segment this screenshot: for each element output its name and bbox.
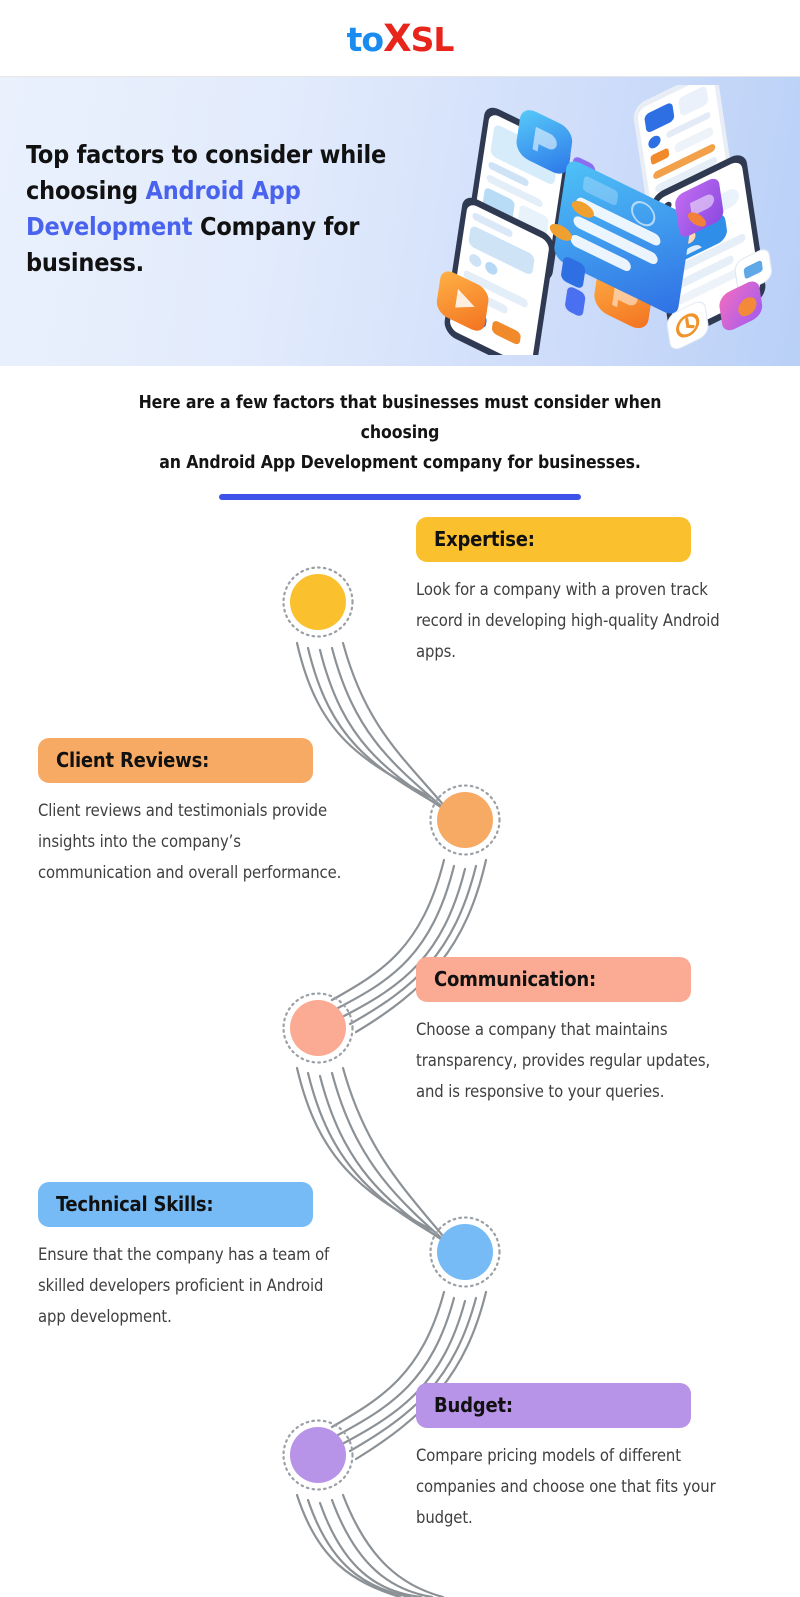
timeline-node-client-reviews[interactable] bbox=[429, 784, 501, 856]
page-title-part1: Top factors to consider while choosing bbox=[26, 140, 387, 205]
step-body-client-reviews: Client reviews and testimonials provide … bbox=[38, 801, 342, 882]
step-body-communication: Choose a company that maintains transpar… bbox=[416, 1020, 711, 1101]
page-title-accent: Android App Development bbox=[26, 176, 301, 241]
logo-text-to: to bbox=[346, 19, 384, 59]
step-card-technical-skills: Technical Skills: Ensure that the compan… bbox=[38, 1182, 358, 1333]
logo-text-x: X bbox=[383, 16, 412, 60]
hero-banner: Top factors to consider while choosing A… bbox=[0, 76, 800, 366]
page-title: Top factors to consider while choosing A… bbox=[26, 137, 426, 281]
timeline-node-expertise[interactable] bbox=[282, 566, 354, 638]
intro-line-1: Here are a few factors that businesses m… bbox=[138, 393, 662, 444]
intro-line-2: an Android App Development company for b… bbox=[159, 453, 641, 474]
step-card-client-reviews: Client Reviews: Client reviews and testi… bbox=[38, 738, 358, 889]
timeline-node-communication[interactable] bbox=[282, 992, 354, 1064]
step-body-expertise: Look for a company with a proven track r… bbox=[416, 580, 720, 661]
timeline-node-technical-skills[interactable] bbox=[429, 1216, 501, 1288]
step-title-budget[interactable]: Budget: bbox=[416, 1383, 691, 1428]
step-body-budget: Compare pricing models of different comp… bbox=[416, 1446, 716, 1527]
step-title-expertise[interactable]: Expertise: bbox=[416, 517, 691, 562]
timeline-node-budget[interactable] bbox=[282, 1419, 354, 1491]
step-card-expertise: Expertise: Look for a company with a pro… bbox=[416, 517, 736, 668]
section-divider bbox=[219, 494, 581, 501]
step-card-communication: Communication: Choose a company that mai… bbox=[416, 957, 736, 1108]
step-title-client-reviews[interactable]: Client Reviews: bbox=[38, 738, 313, 783]
step-title-communication[interactable]: Communication: bbox=[416, 957, 691, 1002]
step-card-budget: Budget: Compare pricing models of differ… bbox=[416, 1383, 736, 1534]
hero-illustration-icon bbox=[436, 85, 773, 355]
intro-section: Here are a few factors that businesses m… bbox=[0, 388, 800, 501]
logo-text-sl: SL bbox=[410, 19, 455, 59]
page-title-part2: Company for business. bbox=[26, 212, 360, 277]
intro-text: Here are a few factors that businesses m… bbox=[110, 388, 690, 478]
step-title-technical-skills[interactable]: Technical Skills: bbox=[38, 1182, 313, 1227]
step-body-technical-skills: Ensure that the company has a team of sk… bbox=[38, 1245, 330, 1326]
